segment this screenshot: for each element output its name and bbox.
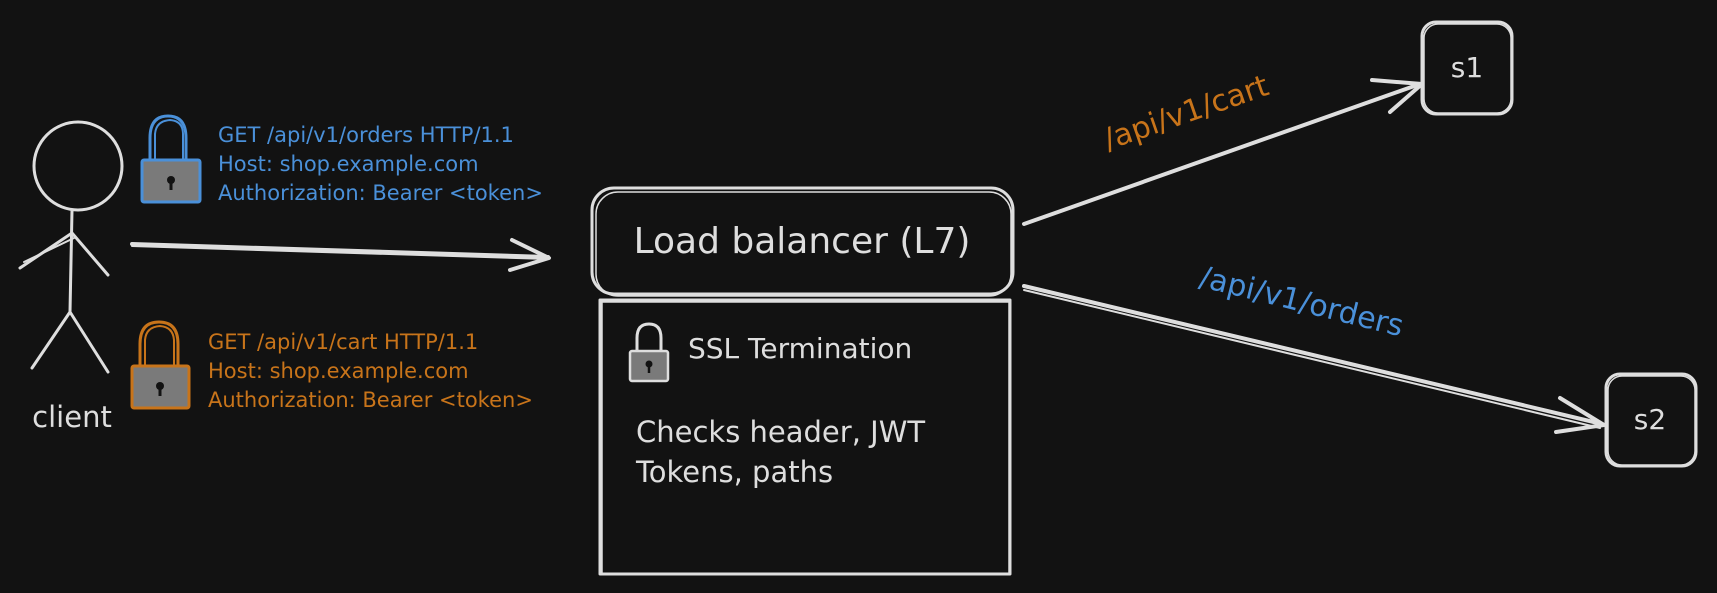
blue-lock-icon xyxy=(140,114,202,204)
server-s2-box xyxy=(1604,372,1698,468)
orange-request-text: GET /api/v1/cart HTTP/1.1 Host: shop.exa… xyxy=(208,330,533,412)
load-balancer-title: Load balancer (L7) xyxy=(634,221,971,262)
client-legs xyxy=(30,310,110,374)
blue-request-line-3: Authorization: Bearer <token> xyxy=(218,181,543,205)
client-figure xyxy=(18,120,124,374)
orange-request-line-2: Host: shop.example.com xyxy=(208,359,469,383)
client-label: client xyxy=(32,400,112,434)
ssl-termination-label: SSL Termination xyxy=(688,332,912,365)
route-arrow-s2 xyxy=(1022,284,1606,434)
blue-request-line-1: GET /api/v1/orders HTTP/1.1 xyxy=(218,123,514,147)
ssl-lock-icon xyxy=(628,322,670,383)
orange-request-line-3: Authorization: Bearer <token> xyxy=(208,388,533,412)
details-box xyxy=(598,298,1012,576)
client-head xyxy=(32,120,124,212)
orange-lock-icon xyxy=(130,320,191,410)
details-note-line-1: Checks header, JWT xyxy=(636,415,925,449)
load-balancer-box xyxy=(590,186,1015,297)
client-arms-shadow xyxy=(23,237,75,263)
client-arms xyxy=(18,231,110,277)
blue-request-text: GET /api/v1/orders HTTP/1.1 Host: shop.e… xyxy=(218,123,543,205)
server-s2-label: s2 xyxy=(1634,403,1666,436)
client-body xyxy=(68,208,74,314)
client-to-lb-arrow xyxy=(130,238,551,272)
server-s1-box xyxy=(1420,20,1514,116)
orange-request-line-1: GET /api/v1/cart HTTP/1.1 xyxy=(208,330,478,354)
route-label-orders: /api/v1/orders xyxy=(1196,260,1407,344)
blue-request-line-2: Host: shop.example.com xyxy=(218,152,479,176)
server-s1-label: s1 xyxy=(1451,51,1483,84)
details-note-line-2: Tokens, paths xyxy=(635,455,833,489)
